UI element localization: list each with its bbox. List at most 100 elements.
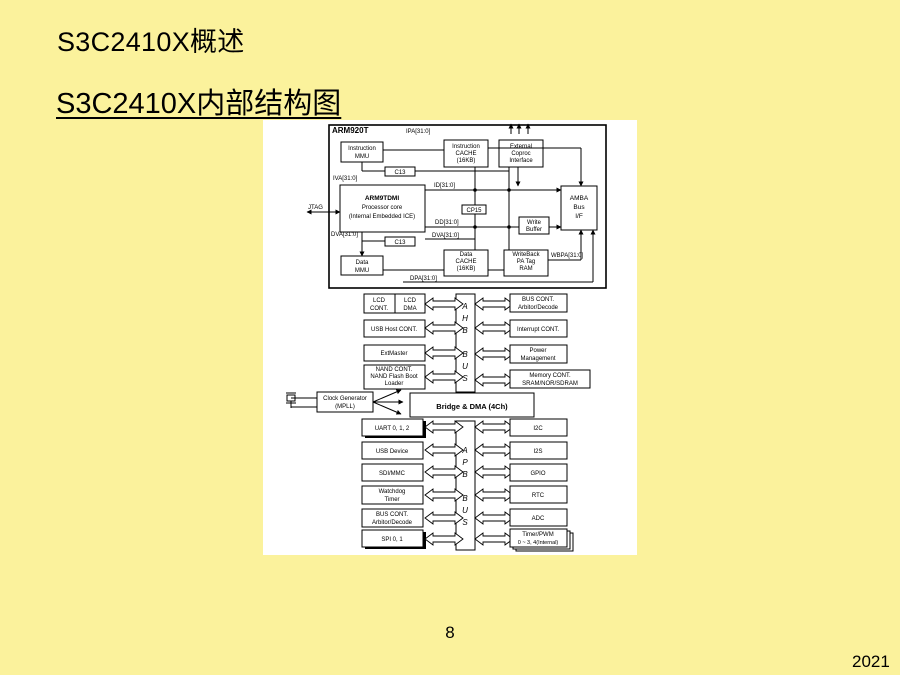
apb-bus-cont-line2: Arbitor/Decode [372,520,413,526]
watchdog-line1: Watchdog [379,489,406,495]
apb-bus-cont-box [361,508,424,528]
data-cache-box [443,249,489,277]
instruction-cache-line3: (16KB) [457,158,476,164]
gpio-box [509,463,568,482]
adc-box [509,508,568,527]
nand-line2: NAND Flash Boot [370,374,418,380]
jtag-label: JTAG [308,205,323,211]
page-number: 8 [445,623,455,642]
arm9tdmi-line2: Processor core [362,205,403,211]
bridge-dma-box [409,392,535,418]
nand-box [363,364,426,390]
spi-label: SPI 0, 1 [381,537,403,543]
external-coproc-line2: Coproc [511,151,530,157]
wbpa-label: WBPA[31:0] [551,253,584,259]
external-coproc-line3: Interface [509,158,533,164]
instruction-cache-line2: CACHE [455,151,476,157]
ahb-bus-bar [455,293,476,393]
amba-line2: Bus [573,204,585,211]
footer-year: 2021 [852,652,890,671]
ahb-bus-cont-line1: BUS CONT. [522,297,554,303]
lcd-dma-line2: DMA [403,306,416,312]
writeback-line3: RAM [519,266,532,272]
data-mmu-box [340,255,384,276]
block-diagram-svg: ARM920T IPA[31:0] Instruction MMU Instru… [286,123,607,552]
write-buffer-line1: Write [527,220,542,226]
amba-line1: AMBA [570,195,589,202]
external-coproc-line1: External [510,144,532,150]
timer-box [509,528,568,548]
dd-label: DD[31:0] [435,220,459,226]
sdi-label: SDI/MMC [379,471,406,477]
data-cache-line2: CACHE [455,259,476,265]
data-cache-line3: (16KB) [457,266,476,272]
timer-line2: 0 ~ 3, 4(Internal) [518,540,559,546]
bridge-dma-label: Bridge & DMA (4Ch) [436,402,508,411]
writeback-line1: WriteBack [512,252,540,258]
usb-device-box [361,441,424,460]
cp15-box [461,204,487,215]
arm9tdmi-line1: ARM9TDMI [365,195,399,202]
apb-bus-cont-line1: BUS CONT. [376,512,408,518]
watchdog-line2: Timer [384,497,399,503]
slide-title: S3C2410X概述 [57,27,245,57]
ahb-letter-h: H [462,314,468,323]
sdi-box [361,463,424,482]
lcd-cont-line2: CONT. [370,306,388,312]
interrupt-label: Interrupt CONT. [517,327,559,333]
power-box [509,344,568,364]
c13-bottom-label: C13 [394,240,406,246]
clock-generator-line2: (MPLL) [335,404,355,410]
extmaster-label: ExtMaster [380,351,407,357]
nand-line1: NAND CONT. [376,367,413,373]
arm920t-label: ARM920T [332,126,369,135]
data-cache-line1: Data [460,252,473,258]
memory-line1: Memory CONT. [529,373,571,379]
power-line1: Power [529,348,546,354]
apb-letter-u: U [462,506,468,515]
dpa-label: DPA[31:0] [410,276,437,282]
lcd-cont-line1: LCD [373,298,386,304]
usb-device-label: USB Device [376,449,409,455]
amba-box [560,185,598,231]
ahb-letter-s: S [462,374,468,383]
writeback-box [503,249,549,277]
spi-box [361,529,424,548]
instruction-cache-box [443,139,489,168]
rtc-label: RTC [532,493,545,499]
iva-label: IVA[31:0] [333,176,358,182]
rtc-box [509,485,568,504]
write-buffer-box [518,216,550,235]
clock-generator-line1: Clock Generator [323,396,367,402]
apb-letter-b: B [462,470,468,479]
usb-host-label: USB Host CONT. [371,327,417,333]
adc-label: ADC [532,516,545,522]
watchdog-box [361,485,424,505]
block-diagram: ARM920T IPA[31:0] Instruction MMU Instru… [263,120,637,555]
ahb-letter-a: A [461,302,467,311]
gpio-label: GPIO [530,471,545,477]
arm9tdmi-box [339,184,426,233]
i2c-box [509,418,568,437]
interrupt-box [509,319,568,338]
memory-box [509,369,591,389]
memory-line2: SRAM/NOR/SDRAM [522,381,578,387]
i2s-label: I2S [533,449,542,455]
data-mmu-line1: Data [356,260,369,266]
dva-left-label: DVA[31:0] [331,232,358,238]
apb-letter-p: P [462,458,468,467]
writeback-line2: PA Tag [517,259,535,265]
apb-letter-b2: B [462,494,468,503]
i2s-box [509,441,568,460]
uart-box [361,418,424,437]
ahb-bus-cont-box [509,293,568,313]
apb-letter-a: A [461,446,467,455]
write-buffer-line2: Buffer [526,227,542,233]
nand-line3: Loader [385,381,404,387]
apb-bus-bar [455,420,476,551]
data-mmu-line2: MMU [355,268,369,274]
external-coproc-box [498,139,544,168]
i2c-label: I2C [533,426,543,432]
uart-label: UART 0, 1, 2 [375,426,410,432]
arm9tdmi-line3: (Internal Embedded ICE) [349,214,415,220]
